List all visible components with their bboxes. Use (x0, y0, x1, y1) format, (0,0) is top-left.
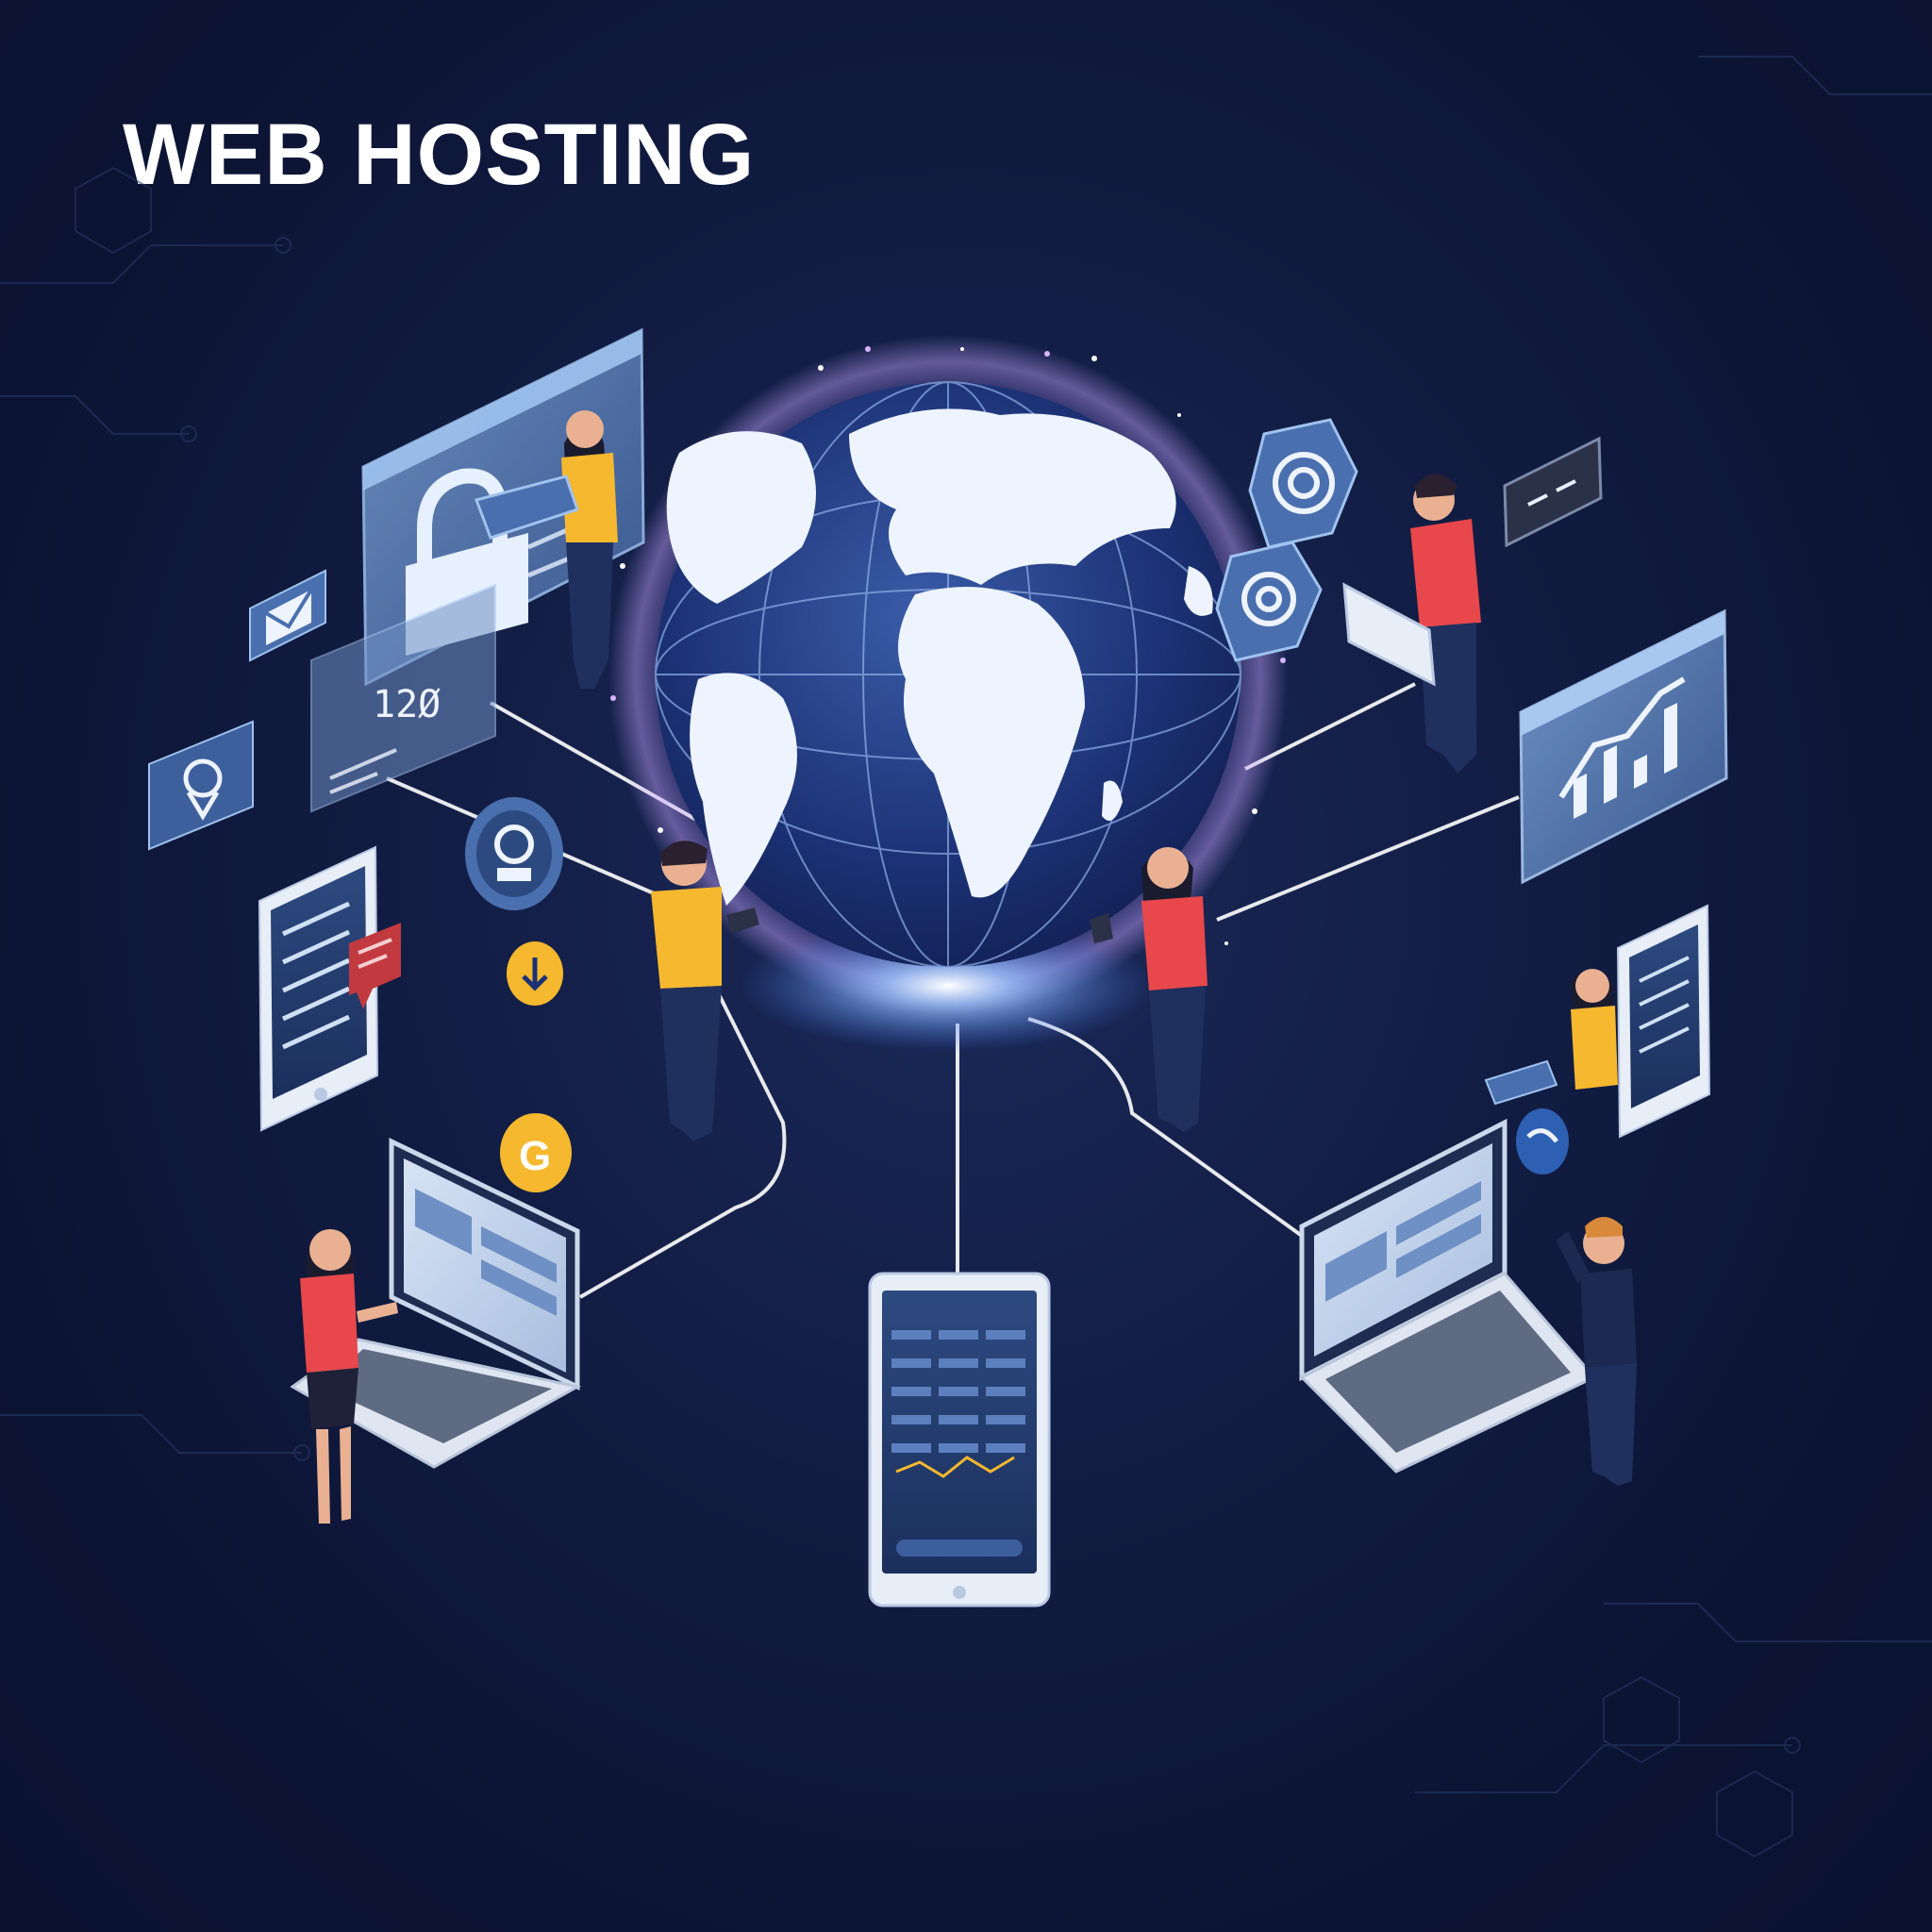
person-woman-tablet (475, 410, 618, 689)
analytics-chart-icon (1558, 676, 1686, 819)
person-man-phone (651, 841, 759, 1141)
left-laptop (290, 1138, 582, 1469)
globe-icon (610, 346, 1286, 968)
person-woman-laptop (300, 1229, 398, 1524)
person-woman-phone (1090, 847, 1208, 1132)
location-pin-card (148, 720, 254, 851)
location-pin-icon (183, 758, 223, 821)
chat-bubble-icon (349, 923, 401, 1009)
left-phone (258, 845, 401, 1132)
overlay-panel-with-value: 12Ø (310, 583, 496, 813)
right-phone (1616, 904, 1711, 1139)
globe-base-glow (741, 920, 1156, 1052)
terminal-card (1503, 436, 1603, 548)
person-man-glasses (1557, 1217, 1637, 1486)
circuit-background (0, 56, 1932, 1858)
right-laptop (1299, 1118, 1597, 1474)
analytics-panel (1519, 608, 1728, 885)
webcam-badge-icon (465, 797, 563, 910)
svg-text:G: G (519, 1133, 551, 1179)
person-woman-seated (1484, 969, 1618, 1174)
download-badge-icon (507, 941, 563, 1006)
person-man-laptop (1342, 474, 1481, 774)
target-icon (1248, 418, 1358, 549)
page-title: WEB HOSTING (123, 107, 756, 203)
security-panel-value: 12Ø (373, 683, 441, 726)
mail-icon (249, 569, 326, 662)
center-phone (868, 1272, 1051, 1607)
g-badge-icon: G (500, 1113, 572, 1192)
target-icon-secondary (1215, 541, 1323, 662)
